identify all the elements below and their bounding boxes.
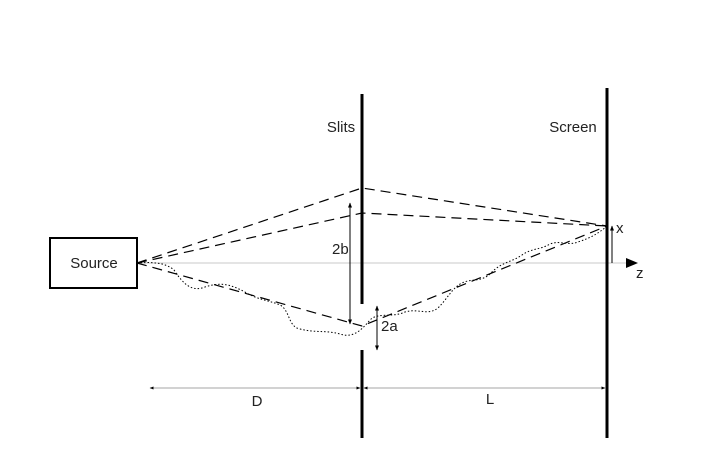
ray-path-lower [136, 225, 608, 327]
ray-path-upper-outer [136, 187, 608, 264]
optical-axis-label: z [636, 265, 644, 282]
source-to-slits-label: D [252, 393, 263, 410]
screen-coordinate-label: x [616, 220, 624, 237]
slit-width-label: 2a [381, 318, 398, 335]
slit-separation-label: 2b [332, 241, 349, 258]
slits-label: Slits [327, 119, 355, 136]
source-label: Source [70, 255, 118, 272]
optical-axis-arrowhead [626, 258, 638, 268]
ray-path-upper-inner [136, 212, 608, 264]
screen-label: Screen [549, 119, 597, 136]
wavy-path [136, 225, 608, 336]
slits-to-screen-label: L [486, 391, 494, 408]
